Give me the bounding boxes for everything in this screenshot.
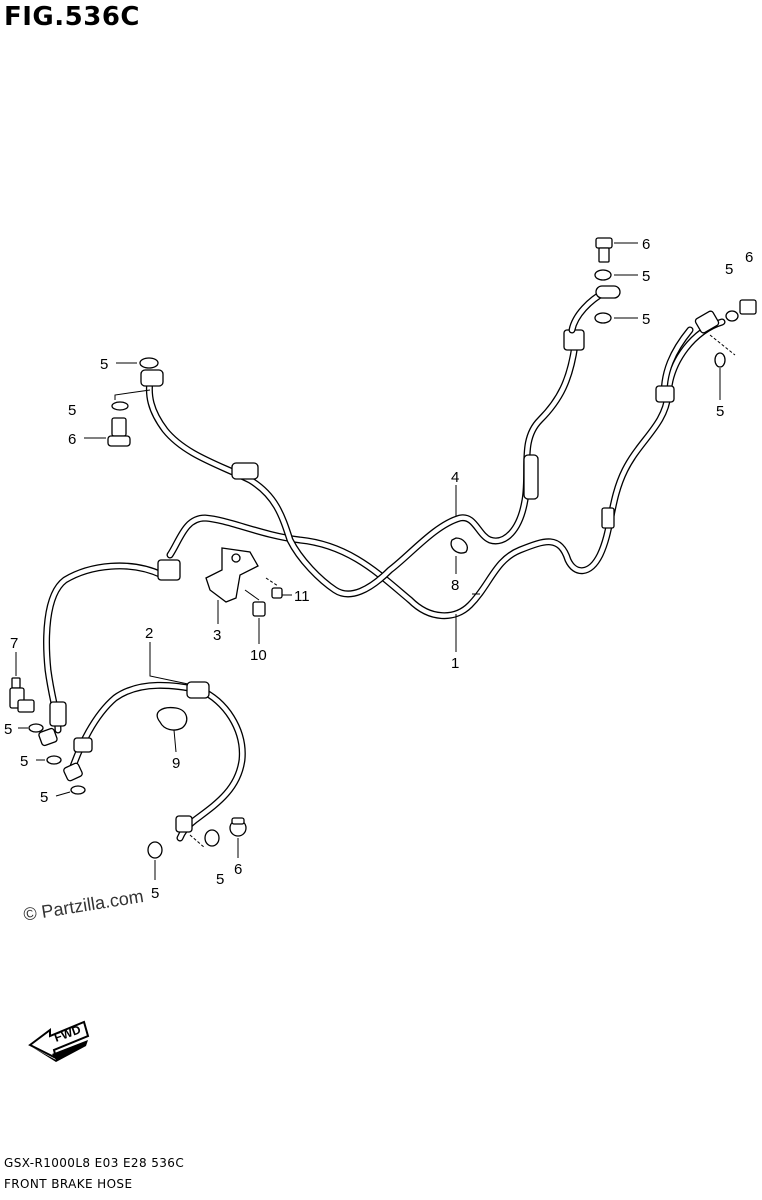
- callout-washer-5-left-a: 5: [100, 356, 108, 373]
- callout-clamp-9: 9: [172, 755, 180, 772]
- callout-washer-5-right-low: 5: [716, 403, 724, 420]
- bolt-11: [265, 577, 283, 599]
- leader-lines: [15, 242, 721, 880]
- clamp-8: [450, 537, 468, 554]
- callout-hose-1: 1: [451, 655, 459, 672]
- washer-5-ll-a: [28, 723, 44, 733]
- bracket-3: [205, 547, 259, 603]
- callout-washer-5-right: 5: [725, 261, 733, 278]
- callout-washer-5-ll-b: 5: [20, 753, 28, 770]
- section-name: FRONT BRAKE HOSE: [4, 1177, 133, 1191]
- bolt-10: [244, 589, 266, 617]
- callout-bolt-6-top: 6: [642, 236, 650, 253]
- callout-bolt-11: 11: [294, 588, 310, 605]
- left-caliper-hose: [38, 559, 181, 747]
- callout-washer-5-bottom-a: 5: [151, 885, 159, 902]
- figure-title: FIG.536C: [4, 2, 141, 32]
- washer-5-left-b: [111, 401, 129, 411]
- callout-washer-5-bottom-mid: 5: [216, 871, 224, 888]
- washer-5-bottom-b: [204, 829, 220, 847]
- callout-clamp-8: 8: [451, 577, 459, 594]
- fwd-direction-arrow: FWD: [28, 1020, 90, 1062]
- callout-bolt-6-left: 6: [68, 431, 76, 448]
- model-code: GSX-R1000L8 E03 E28 536C: [4, 1156, 185, 1170]
- callout-washer-5-ll-c: 5: [40, 789, 48, 806]
- hose-4: [140, 285, 621, 598]
- washer-5-top-a: [594, 269, 612, 281]
- bolt-6-bottom: [229, 817, 247, 837]
- callout-washer-5-left-b: 5: [68, 402, 76, 419]
- bolt-6-left: [107, 417, 131, 447]
- washer-5-ll-b: [46, 755, 62, 765]
- callout-bolt-7: 7: [10, 635, 18, 652]
- callout-labels: 6 5 5 5 6 5 5 5 6 5 4 8 11 3 10 1 7 2 5 …: [4, 236, 753, 902]
- bolt-6-top: [595, 237, 613, 263]
- callout-bracket-3: 3: [213, 627, 221, 644]
- hose-1: [166, 310, 726, 620]
- callout-bolt-6-right: 6: [745, 249, 753, 266]
- callout-bolt-10: 10: [250, 647, 267, 664]
- washer-5-ll-c: [70, 785, 86, 795]
- hose-2: [63, 681, 246, 842]
- callout-washer-5-top-b: 5: [642, 311, 650, 328]
- callout-hose-2: 2: [145, 625, 153, 642]
- callout-bolt-6-bottom: 6: [234, 861, 242, 878]
- callout-washer-5-top-a: 5: [642, 268, 650, 285]
- bolt-7: [9, 677, 35, 713]
- washer-5-left-a: [139, 357, 159, 369]
- bolt-6-right: [709, 299, 757, 368]
- washer-5-top-b: [594, 312, 612, 324]
- callout-washer-5-ll-a: 5: [4, 721, 12, 738]
- washer-5-bottom-a: [147, 841, 163, 859]
- clamp-9: [156, 706, 188, 731]
- callout-hose-4: 4: [451, 469, 459, 486]
